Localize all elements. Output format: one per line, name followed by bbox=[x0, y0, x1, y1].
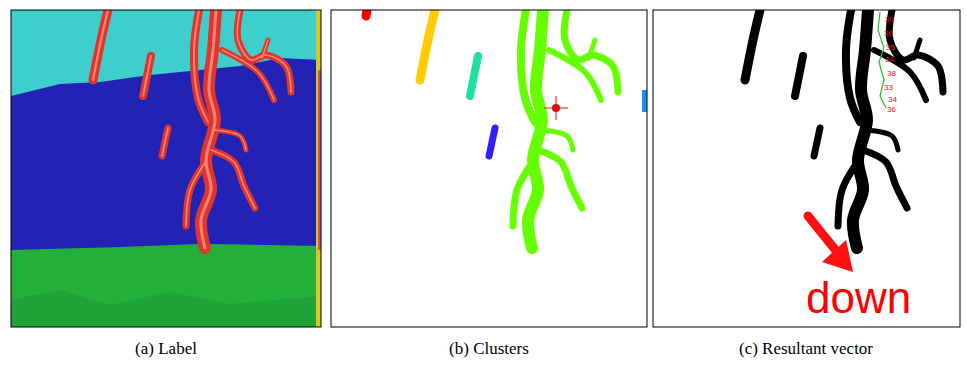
lightning-stroke bbox=[846, 10, 860, 122]
lightning-core bbox=[201, 10, 216, 248]
point-number: 36 bbox=[884, 30, 893, 38]
point-number: 33 bbox=[884, 84, 893, 92]
lightning-stroke bbox=[214, 130, 246, 150]
direction-text: down bbox=[806, 276, 911, 320]
clusters-panel bbox=[331, 10, 647, 327]
lightning-stroke bbox=[521, 10, 535, 122]
lightning-core bbox=[211, 150, 255, 208]
lightning-stroke bbox=[186, 160, 207, 226]
subfigure-caption: (b) Clusters bbox=[449, 339, 529, 359]
lightning-stroke bbox=[513, 160, 534, 226]
lightning-core bbox=[186, 160, 207, 226]
label-panel bbox=[11, 10, 321, 327]
lightning-core bbox=[262, 40, 268, 58]
point-number: 34 bbox=[888, 96, 897, 104]
lightning-stroke bbox=[93, 10, 108, 80]
lightning-stroke bbox=[201, 10, 216, 248]
lightning-stroke bbox=[549, 50, 601, 100]
lightning-stroke bbox=[420, 10, 435, 80]
lightning-stroke bbox=[470, 56, 478, 96]
point-number: 34 bbox=[885, 56, 894, 64]
point-number: 36 bbox=[887, 106, 896, 114]
lightning-stroke bbox=[745, 10, 760, 80]
point-number: 35 bbox=[886, 44, 895, 52]
lightning-core bbox=[93, 10, 108, 80]
lightning-stroke bbox=[874, 50, 926, 100]
lightning-core bbox=[194, 10, 208, 122]
point-number: 38 bbox=[887, 70, 896, 78]
lightning-stroke bbox=[541, 130, 573, 150]
lightning-stroke bbox=[814, 128, 820, 156]
lightning-stroke bbox=[589, 40, 595, 58]
lightning-stroke bbox=[143, 56, 151, 96]
lightning-stroke bbox=[162, 128, 168, 156]
lightning-stroke bbox=[914, 40, 920, 58]
lightning-stroke bbox=[795, 56, 803, 96]
lightning-stroke bbox=[194, 10, 208, 122]
resultant-panel bbox=[653, 10, 960, 327]
lightning-core bbox=[222, 50, 274, 100]
lightning-stroke bbox=[866, 130, 898, 150]
lightning-stroke bbox=[863, 150, 907, 208]
subfigure-caption: (a) Label bbox=[135, 339, 197, 359]
lightning-stroke bbox=[211, 150, 255, 208]
lightning-stroke bbox=[838, 160, 859, 226]
lightning-core bbox=[214, 130, 246, 150]
subfigure-caption: (c) Resultant vector bbox=[739, 339, 873, 359]
lightning-stroke bbox=[366, 10, 367, 16]
lightning-core bbox=[143, 56, 151, 96]
point-number: 30 bbox=[885, 16, 894, 24]
cluster-blob bbox=[642, 90, 647, 112]
lightning-stroke bbox=[538, 150, 582, 208]
lightning-core bbox=[162, 128, 168, 156]
lightning-stroke bbox=[489, 128, 495, 156]
